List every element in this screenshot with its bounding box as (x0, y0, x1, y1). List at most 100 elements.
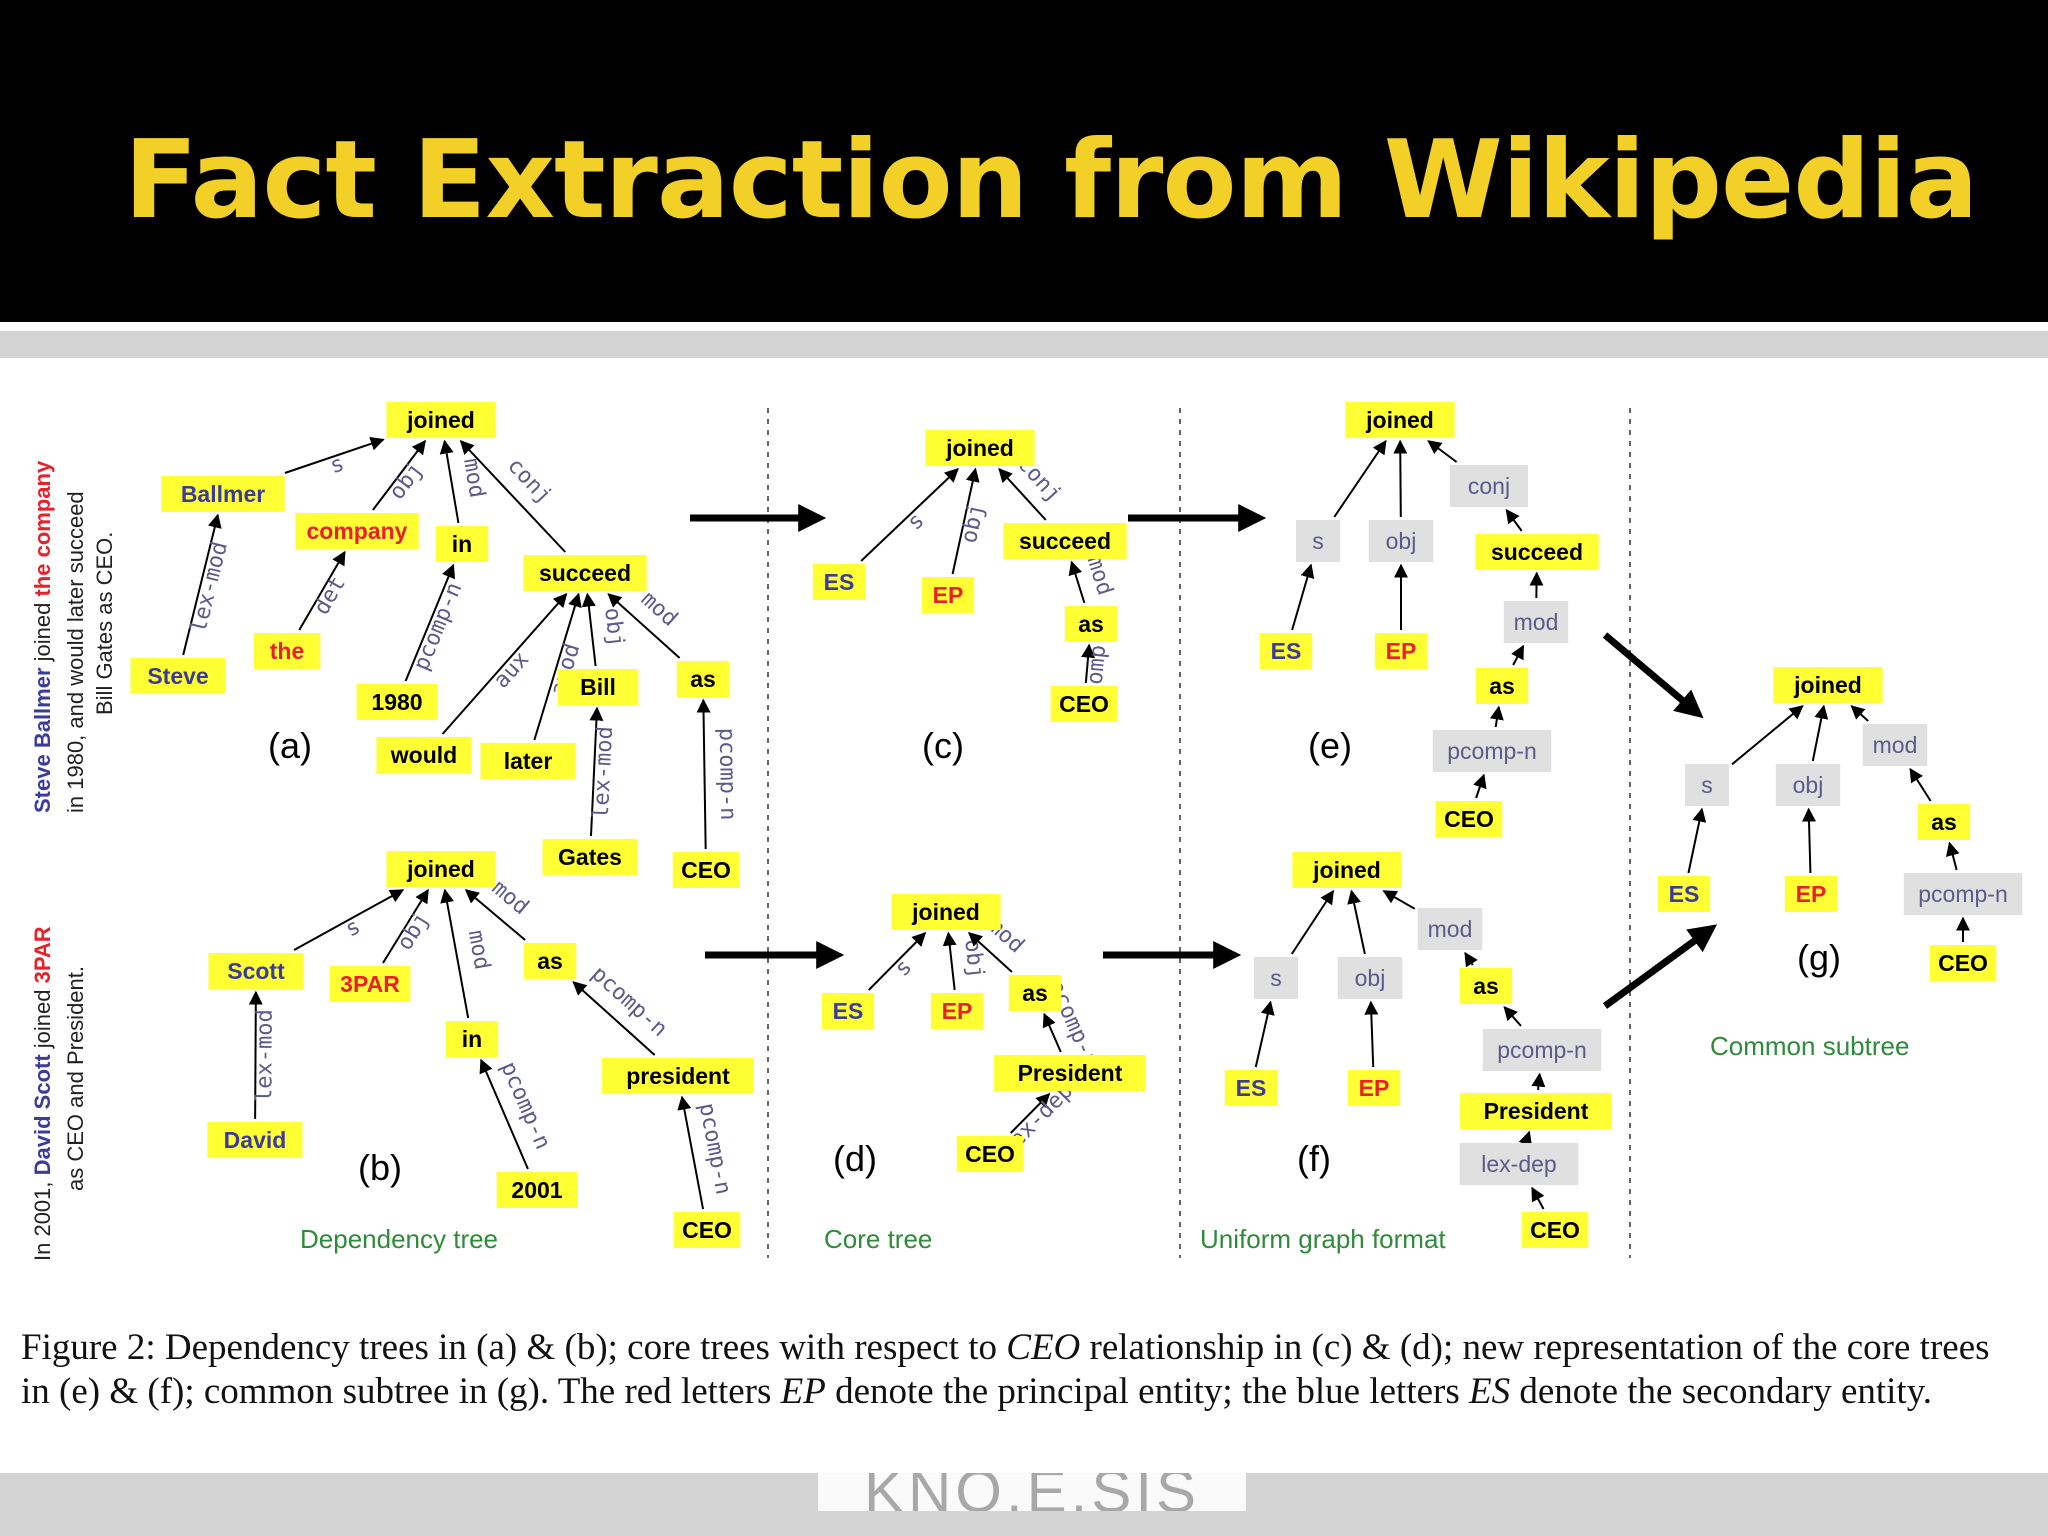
tree-node: ES (1259, 633, 1313, 669)
node-label: ES (1669, 881, 1700, 907)
tree-node: as (1064, 606, 1118, 642)
node-label: EP (942, 998, 973, 1024)
slide-title: Fact Extraction from Wikipedia (124, 118, 1978, 243)
node-label: CEO (1444, 806, 1494, 832)
tree-node: EP (930, 993, 984, 1029)
node-label: pcomp-n (1447, 738, 1536, 764)
tree-node: succeed (1003, 523, 1127, 559)
node-label: ES (1236, 1075, 1267, 1101)
tree-node: the (253, 633, 321, 669)
tree-node: Steve (130, 658, 226, 694)
tree-node: in (445, 1021, 499, 1057)
node-box (1254, 957, 1298, 999)
tree-node: as (1917, 804, 1971, 840)
tree-node: pcomp-n (1482, 1029, 1602, 1071)
tree-node: succeed (1475, 534, 1599, 570)
edge-label: mod (463, 928, 495, 972)
node-label: EP (933, 582, 964, 608)
edge-label: mod (1082, 553, 1118, 598)
title-bar: Fact Extraction from Wikipedia (0, 0, 2048, 322)
edge-label: s (327, 451, 348, 479)
sentence-b-line1: In 2001, David Scott joined 3PAR (30, 926, 55, 1261)
node-label: later (504, 748, 553, 774)
tree-node: as (1008, 975, 1062, 1011)
tree-edge (1347, 889, 1366, 955)
edge-label: pcomp-n (409, 579, 467, 674)
tree-edge (998, 467, 1047, 521)
node-label: joined (945, 435, 1014, 461)
node-label: pcomp-n (1918, 881, 2007, 907)
tree-edge (1945, 841, 1960, 871)
node-box (1903, 873, 2023, 915)
node-label: Ballmer (181, 481, 265, 507)
node-box (542, 839, 638, 875)
node-box (821, 993, 875, 1029)
node-box (1475, 668, 1529, 704)
tree-edge (1473, 773, 1487, 799)
node-box (1917, 804, 1971, 840)
tree-node: Bill (557, 669, 639, 705)
edge-label: obj (393, 908, 435, 955)
node-label: obj (1793, 772, 1824, 798)
node-box (480, 743, 576, 779)
node-label: obj (1386, 528, 1417, 554)
tree-node: obj (1775, 764, 1841, 806)
node-box (1773, 667, 1883, 703)
edge-label: obj (957, 501, 990, 545)
node-box (1259, 633, 1313, 669)
node-label: EP (1359, 1075, 1390, 1101)
tree-node: joined (891, 894, 1001, 930)
node-label: succeed (1491, 539, 1583, 565)
tree-node: EP (1347, 1070, 1401, 1106)
tree-node: CEO (673, 1212, 741, 1248)
edge-label: conj (502, 453, 557, 509)
node-box (1064, 606, 1118, 642)
node-box (356, 684, 438, 720)
tree-edge (1850, 705, 1869, 722)
node-box (523, 943, 577, 979)
node-label: pcomp-n (1497, 1037, 1586, 1063)
panel-label-c: (c) (922, 725, 964, 766)
transition-arrow (1602, 924, 1718, 1009)
node-box (386, 851, 496, 887)
edge-label: obj (385, 458, 429, 505)
node-box (1521, 1212, 1589, 1248)
node-label: lex-dep (1481, 1151, 1556, 1177)
node-box (161, 476, 285, 512)
node-label: mod (1514, 609, 1559, 635)
transition-arrow (1602, 632, 1704, 719)
tree-node: obj (1368, 520, 1434, 562)
node-box (1224, 1070, 1278, 1106)
figure-caption: Figure 2: Dependency trees in (a) & (b);… (21, 1327, 1990, 1412)
node-box (956, 1136, 1024, 1172)
tree-node: president (602, 1058, 754, 1094)
tree-edge (1531, 1072, 1546, 1091)
node-label: mod (1428, 916, 1473, 942)
tree-node: as (1459, 968, 1513, 1004)
node-box (930, 993, 984, 1029)
node-label: joined (406, 856, 475, 882)
tree-node: in (435, 526, 489, 562)
edge-label: s (341, 914, 365, 942)
node-label: as (1489, 673, 1515, 699)
node-label: as (1931, 809, 1957, 835)
node-label: Bill (580, 674, 616, 700)
node-box (891, 894, 1001, 930)
edge-label: mod (458, 457, 489, 500)
tree-node: David (207, 1122, 303, 1158)
node-box (812, 564, 866, 600)
tree-node: pcomp-n (1432, 730, 1552, 772)
tree-edge (1364, 1000, 1379, 1068)
node-box (676, 661, 730, 697)
node-box (1784, 876, 1838, 912)
node-label: as (537, 948, 563, 974)
node-box (672, 852, 740, 888)
tree-node: ES (821, 993, 875, 1029)
edge-label: lex-mod (589, 726, 618, 820)
subtitle-core-tree: Core tree (824, 1224, 932, 1254)
node-label: ES (833, 998, 864, 1024)
panel-label-g: (g) (1797, 937, 1841, 978)
footer-band: KNO.E.SIS (0, 1473, 2048, 1536)
tree-edge (479, 1058, 529, 1170)
tree-node: EP (1784, 876, 1838, 912)
